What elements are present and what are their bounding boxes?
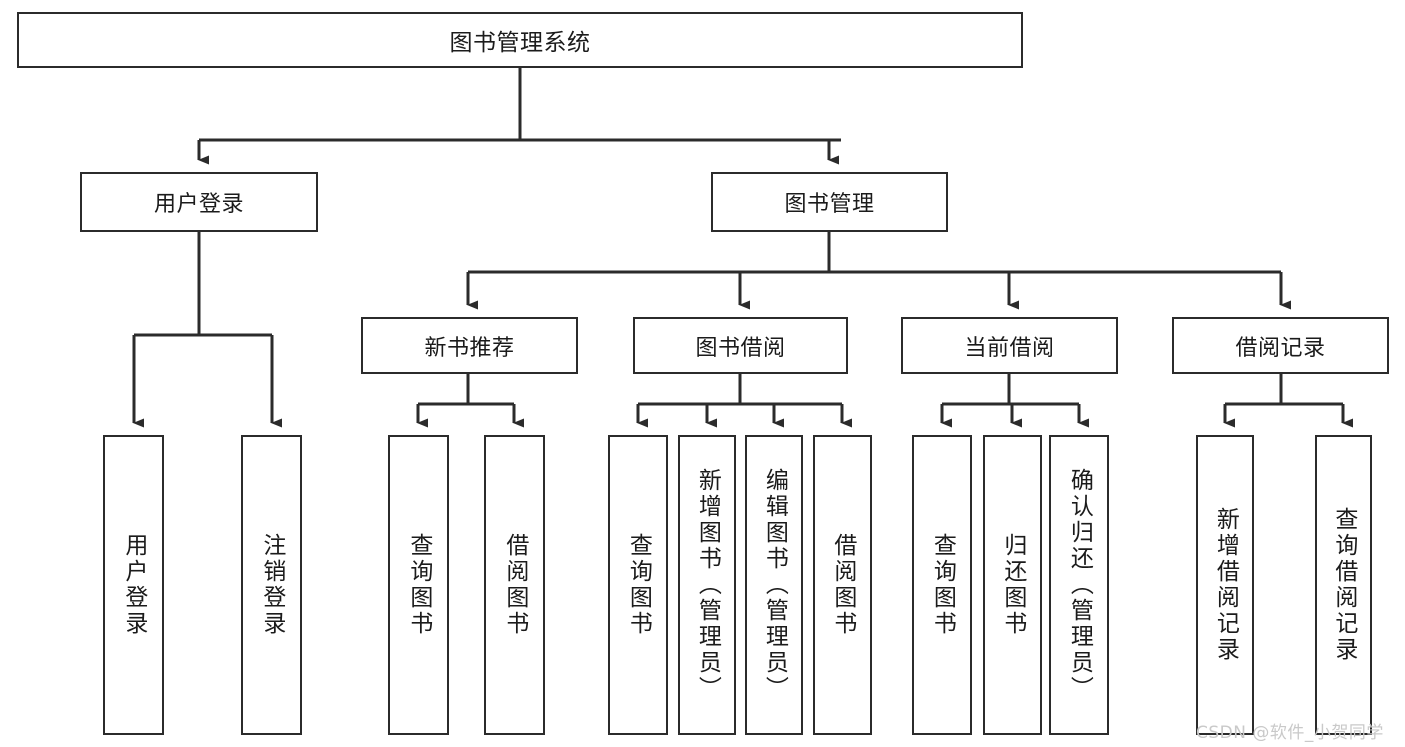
node-new-book-rec[interactable]: 新书推荐	[361, 317, 578, 374]
node-current-borrow[interactable]: 当前借阅	[901, 317, 1118, 374]
node-leaf-rec-query[interactable]: 查询图书	[388, 435, 449, 735]
node-leaf-cur-return-label: 归还图书	[999, 533, 1026, 637]
node-leaf-cur-confirm-label: 确认归还（管理员）	[1066, 468, 1093, 702]
node-borrow-record[interactable]: 借阅记录	[1172, 317, 1389, 374]
node-leaf-user-logout-label: 注销登录	[258, 533, 285, 637]
node-leaf-rec-borrow[interactable]: 借阅图书	[484, 435, 545, 735]
node-current-borrow-label: 当前借阅	[964, 335, 1055, 361]
node-leaf-user-logout[interactable]: 注销登录	[241, 435, 302, 735]
node-leaf-borrow-edit-label: 编辑图书（管理员）	[761, 468, 788, 702]
node-user-login[interactable]: 用户登录	[80, 172, 318, 232]
node-leaf-rec-query-label: 查询图书	[405, 533, 432, 637]
node-leaf-cur-confirm[interactable]: 确认归还（管理员）	[1049, 435, 1109, 735]
node-leaf-cur-return[interactable]: 归还图书	[983, 435, 1042, 735]
node-book-manage[interactable]: 图书管理	[711, 172, 948, 232]
node-book-borrow[interactable]: 图书借阅	[633, 317, 848, 374]
node-leaf-rec-search[interactable]: 查询借阅记录	[1315, 435, 1372, 735]
node-leaf-borrow-query[interactable]: 查询图书	[608, 435, 668, 735]
node-root[interactable]: 图书管理系统	[17, 12, 1023, 68]
node-leaf-cur-query-label: 查询图书	[929, 533, 956, 637]
node-leaf-borrow-edit[interactable]: 编辑图书（管理员）	[745, 435, 803, 735]
node-book-manage-label: 图书管理	[784, 192, 875, 217]
node-leaf-borrow-lend-label: 借阅图书	[829, 533, 856, 637]
node-leaf-rec-search-label: 查询借阅记录	[1330, 507, 1357, 663]
node-leaf-rec-add-label: 新增借阅记录	[1212, 507, 1239, 663]
node-leaf-rec-add[interactable]: 新增借阅记录	[1196, 435, 1254, 735]
node-book-borrow-label: 图书借阅	[695, 335, 786, 361]
node-borrow-record-label: 借阅记录	[1235, 335, 1326, 361]
node-leaf-rec-borrow-label: 借阅图书	[501, 533, 528, 637]
node-new-book-rec-label: 新书推荐	[424, 335, 515, 361]
node-root-label: 图书管理系统	[449, 30, 591, 56]
node-leaf-borrow-query-label: 查询图书	[625, 533, 652, 637]
node-user-login-label: 用户登录	[153, 192, 244, 217]
node-leaf-borrow-lend[interactable]: 借阅图书	[813, 435, 872, 735]
node-leaf-borrow-add[interactable]: 新增图书（管理员）	[678, 435, 736, 735]
node-leaf-borrow-add-label: 新增图书（管理员）	[694, 468, 721, 702]
node-leaf-user-login-label: 用户登录	[120, 533, 147, 637]
node-leaf-user-login[interactable]: 用户登录	[103, 435, 164, 735]
node-leaf-cur-query[interactable]: 查询图书	[912, 435, 972, 735]
